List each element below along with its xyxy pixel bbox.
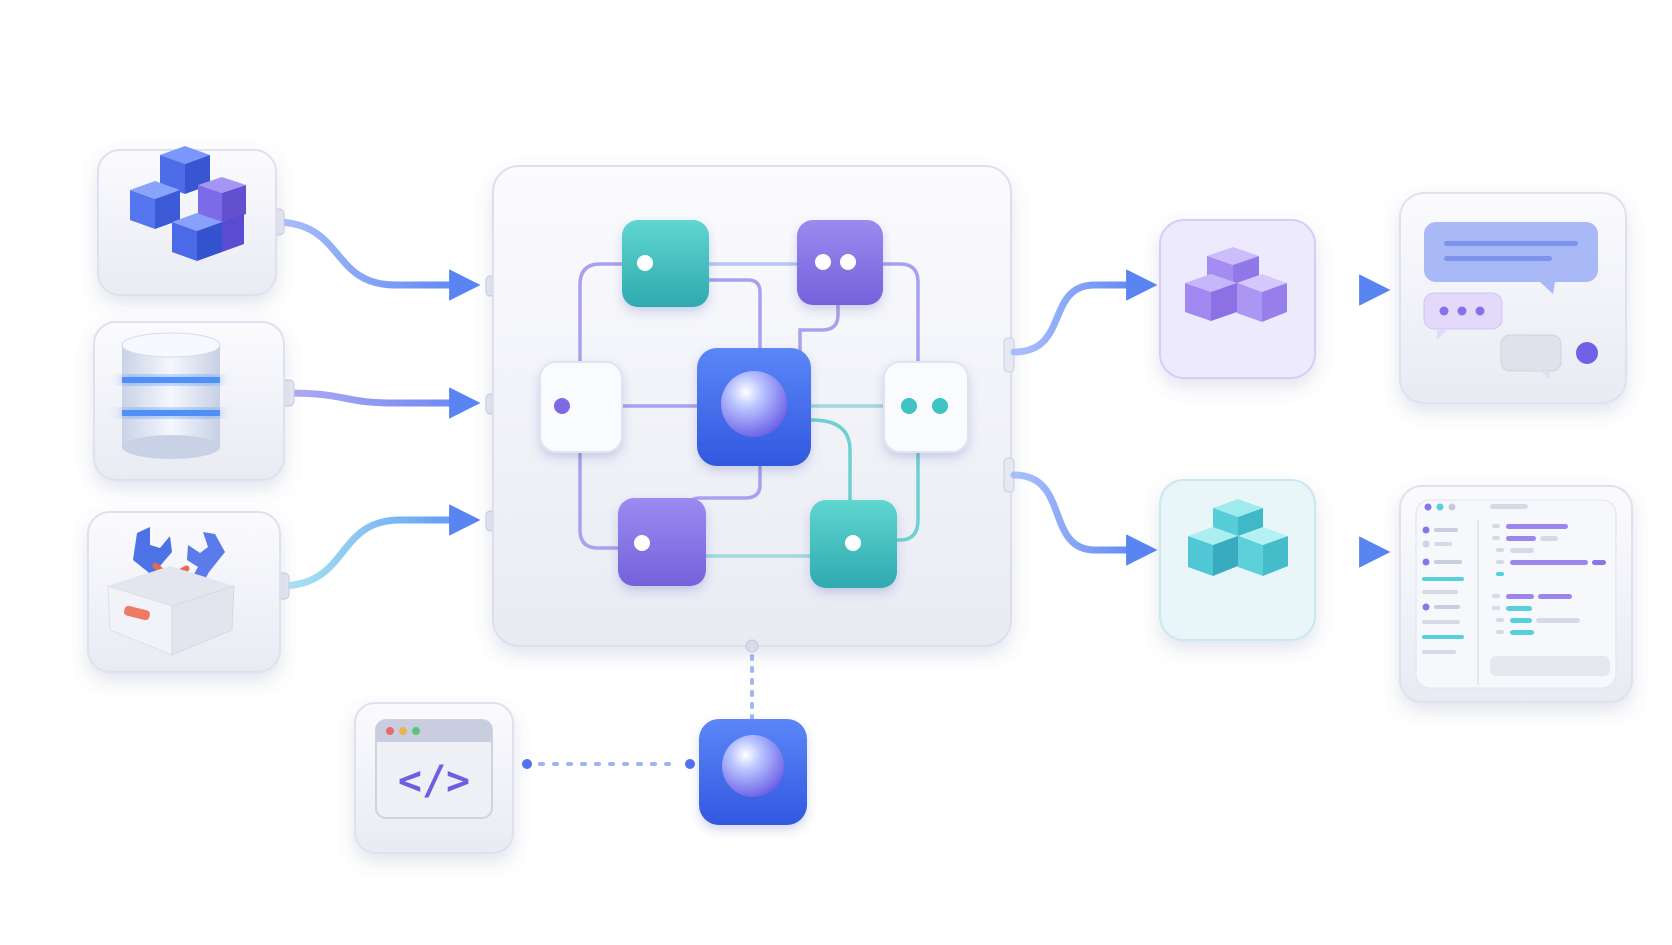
dot-icon — [901, 398, 917, 414]
database-icon — [121, 332, 221, 459]
wire-toolbox-to-hub — [276, 504, 481, 590]
toolbox-icon — [107, 527, 235, 656]
hub-node-teal-bottom[interactable] — [810, 500, 897, 588]
output-wires — [1003, 269, 1391, 568]
wire-hub-to-teal-processor — [1010, 471, 1158, 566]
dot-icon — [634, 535, 650, 551]
dot-icon — [840, 254, 856, 270]
bottom-connections — [522, 639, 759, 769]
dot-icon — [932, 398, 948, 414]
dot-icon — [815, 254, 831, 270]
dot-icon — [554, 398, 570, 414]
code-window-icon: </> — [375, 719, 493, 819]
bottom-orb-node[interactable] — [699, 719, 807, 825]
wire-cubes-to-hub — [271, 218, 481, 301]
hub-node-purple-top[interactable] — [797, 220, 883, 305]
orb-icon — [721, 371, 787, 437]
cubes-icon — [130, 146, 246, 261]
purple-cubes-icon — [1185, 247, 1287, 322]
hub-node-teal-top[interactable] — [622, 220, 709, 307]
code-editor-icon — [1415, 499, 1617, 689]
hub-node-white-left[interactable] — [539, 361, 623, 453]
wire-database-to-hub — [281, 387, 481, 419]
code-glyph: </> — [398, 758, 470, 804]
wire-hub-to-purple-processor — [1010, 269, 1158, 356]
teal-cubes-icon — [1188, 499, 1288, 576]
chat-window-icon — [1423, 222, 1598, 380]
input-wires — [269, 208, 497, 600]
hub-node-purple-bottom[interactable] — [618, 498, 706, 586]
hub-node-white-right[interactable] — [883, 361, 969, 453]
hub-node-center-blue[interactable] — [697, 348, 811, 466]
dot-icon — [845, 535, 861, 551]
dot-icon — [637, 255, 653, 271]
orb-icon — [722, 735, 784, 797]
